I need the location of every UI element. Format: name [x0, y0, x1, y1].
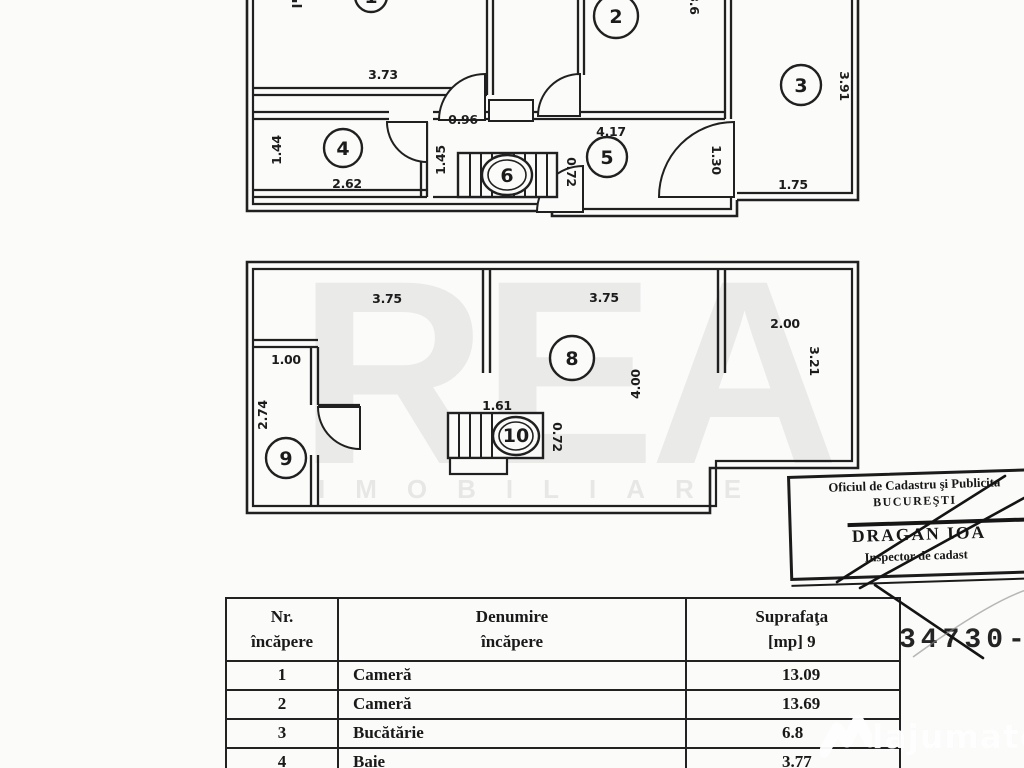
row-name: Cameră	[339, 662, 687, 689]
dim-label: 3.75	[589, 290, 619, 305]
table-row: 4 Baie 3.77	[227, 747, 899, 768]
lajumate-logo-icon	[820, 714, 872, 758]
row-area: 3.77	[782, 752, 812, 768]
room-6-number: 6	[500, 165, 513, 187]
stair-hatch-bottom: 10	[446, 411, 545, 476]
door-threshold	[488, 99, 534, 122]
lajumate-name: lajumate	[872, 716, 1024, 756]
row-nr: 2	[227, 691, 339, 718]
door-arc	[657, 120, 735, 198]
header-suprafata-line2: [mp] 9	[767, 631, 816, 651]
table-row: 2 Cameră 13.69	[227, 689, 899, 718]
room-5-number: 5	[600, 147, 613, 169]
plan-bottom-walls	[245, 260, 860, 515]
room-5-badge	[585, 135, 629, 179]
room-3-badge	[779, 63, 823, 107]
row-name: Baie	[339, 749, 687, 768]
row-nr: 3	[227, 720, 339, 747]
header-denumire: Denumire încăpere	[339, 599, 687, 660]
dim-label: 1.75	[778, 177, 808, 192]
dim-label: 1.00	[271, 352, 301, 367]
row-name: Cameră	[339, 691, 687, 718]
dimensions-bottom: 3.75 3.75 2.00 3.21 1.00 2.74 4.00 1.61 …	[255, 290, 822, 452]
room-numbers-bottom: 8 9	[279, 348, 578, 470]
door-arc	[316, 406, 361, 451]
dimensions-top: 3.73 0.96 4.17 1.44 2.62 1.45 0.72 1.30 …	[269, 0, 852, 192]
door-arc	[437, 72, 486, 121]
stair-hatch-top: 6	[456, 151, 559, 199]
table-row: 1 Cameră 13.09	[227, 660, 899, 689]
dim-label: 1.61	[482, 398, 512, 413]
room-2-number: 2	[609, 6, 622, 28]
header-denumire-line1: Denumire	[475, 606, 549, 626]
room-8-badge	[548, 334, 596, 382]
row-area: 6.8	[782, 723, 804, 742]
room-badges-top	[322, 0, 823, 179]
row-area: 13.69	[782, 694, 821, 713]
room-4-number: 4	[336, 138, 349, 160]
row-area: 13.09	[782, 665, 821, 684]
dim-label: 2.00	[770, 316, 800, 331]
door-arcs-top	[385, 72, 735, 213]
cadastre-office-stamp: Oficiul de Cadastru şi Publicita BUCUREŞ…	[787, 468, 1024, 587]
dim-label: 4.17	[596, 124, 626, 139]
dim-label: 3.21	[807, 346, 822, 376]
header-nr-line2: încăpere	[250, 631, 313, 651]
stamp-inspector-title: Inspector de cadast	[864, 547, 969, 565]
clipped-dim-fragment	[292, 0, 302, 8]
room-1-number: 1	[364, 0, 377, 8]
header-suprafata: Suprafaţa [mp] 9	[687, 599, 897, 660]
room-3-number: 3	[794, 75, 807, 97]
dim-label: 0.72	[550, 422, 565, 452]
room-9-badge	[264, 436, 308, 480]
door-arc	[536, 72, 581, 117]
dim-label: 0.72	[564, 157, 579, 187]
room-8-number: 8	[565, 348, 578, 370]
room-numbers-top: 1 2 3 4 5	[336, 0, 807, 169]
room-4-badge	[322, 127, 364, 169]
dim-label: 0.96	[448, 112, 478, 127]
row-nr: 4	[227, 749, 339, 768]
lajumate-watermark: lajumate.ro	[820, 712, 1024, 760]
header-denumire-line2: încăpere	[480, 631, 543, 651]
dim-label: 1.45	[433, 145, 448, 175]
table-header-row: Nr. încăpere Denumire încăpere Suprafaţa…	[227, 599, 899, 660]
dim-label: 2.62	[332, 176, 362, 191]
header-nr: Nr. încăpere	[227, 599, 339, 660]
room-9-number: 9	[279, 448, 292, 470]
dim-label-clipped: 3.6	[687, 0, 702, 15]
row-name: Bucătărie	[339, 720, 687, 747]
stair-landing	[448, 456, 509, 476]
room-10-number: 10	[503, 425, 529, 447]
stamp-inspector-name: DRAGAN IOA	[851, 521, 987, 546]
room-2-badge	[592, 0, 640, 40]
dim-label: 1.44	[269, 135, 284, 165]
rea-watermark-subtext: IMOBILIARE	[318, 474, 772, 504]
door-arc	[385, 121, 428, 164]
dim-label: 4.00	[628, 369, 643, 399]
room-areas-table: Nr. încăpere Denumire încăpere Suprafaţa…	[225, 597, 901, 768]
header-nr-line1: Nr.	[270, 606, 294, 626]
door-arcs-bottom	[316, 406, 361, 451]
header-suprafata-line1: Suprafaţa	[755, 606, 829, 626]
dim-label: 2.74	[255, 400, 270, 430]
dim-label: 3.75	[372, 291, 402, 306]
room-1-badge	[354, 0, 388, 14]
registry-number: 34730-	[899, 625, 1024, 656]
room-badges-bottom	[264, 334, 596, 480]
row-nr: 1	[227, 662, 339, 689]
dim-label: 1.30	[709, 145, 724, 175]
dim-label: 3.73	[368, 67, 398, 82]
dim-label: 3.91	[837, 71, 852, 101]
table-row: 3 Bucătărie 6.8	[227, 718, 899, 747]
